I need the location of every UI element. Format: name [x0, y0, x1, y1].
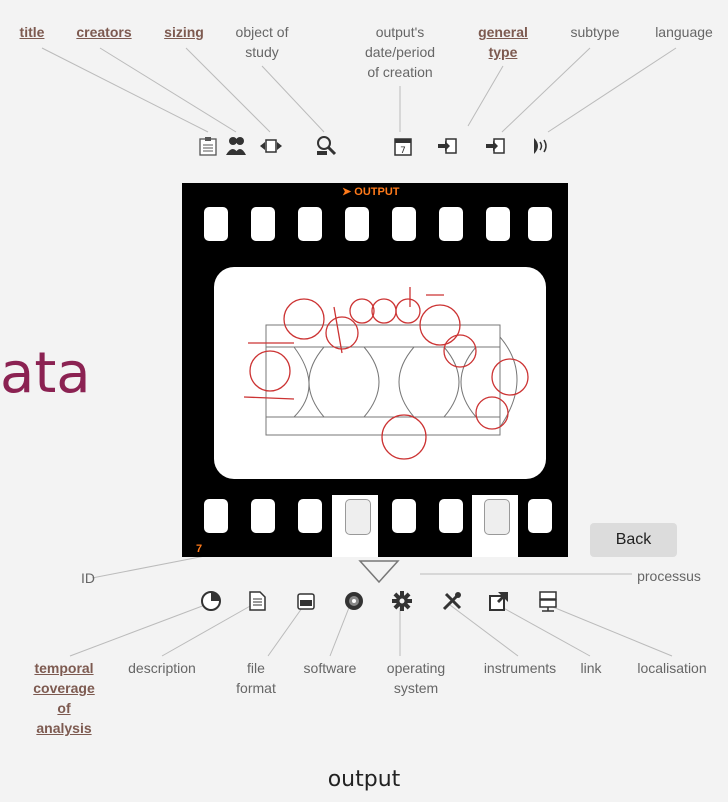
sprocket-hole [298, 499, 322, 533]
sprocket-hole [251, 207, 275, 241]
operating-system-label: operating system [386, 660, 446, 696]
sprocket-hole [484, 499, 510, 535]
object-of-study-icon [317, 136, 337, 156]
creators-icon [226, 137, 246, 155]
back-button[interactable]: Back [590, 523, 677, 557]
instruments-label: instruments [483, 660, 557, 676]
sprocket-hole [345, 207, 369, 241]
general-type-label[interactable]: general type [478, 24, 528, 60]
software-icon [345, 592, 363, 610]
description-label: description [128, 660, 196, 676]
caption: output [327, 767, 401, 792]
sprocket-hole [204, 207, 228, 241]
architectural-sketch [243, 287, 529, 460]
sprocket-hole [204, 499, 228, 533]
calendar-icon: 7 [394, 138, 412, 156]
sizing-icon [260, 139, 282, 153]
subtype-label: subtype [570, 24, 620, 40]
creators-label[interactable]: creators [76, 24, 132, 40]
temporal-coverage-label[interactable]: temporal coverage of analysis [33, 660, 95, 736]
sizing-label[interactable]: sizing [164, 24, 204, 40]
sprocket-hole [251, 499, 275, 533]
sprocket-hole [439, 499, 463, 533]
language-label: language [655, 24, 713, 40]
link-icon [489, 592, 508, 611]
sprocket-hole [486, 207, 510, 241]
localisation-icon [539, 591, 557, 612]
sprocket-hole [528, 499, 552, 533]
temporal-coverage-icon [201, 591, 221, 611]
instruments-icon [442, 592, 462, 611]
sprocket-hole [392, 499, 416, 533]
sprocket-hole [439, 207, 463, 241]
film-header: ➤ OUTPUT [342, 186, 400, 198]
sprocket-hole [392, 207, 416, 241]
sprocket-hole [298, 207, 322, 241]
language-icon [534, 138, 547, 154]
id-label: ID [81, 570, 95, 586]
frame-number: 7 [196, 543, 203, 555]
background-word: ata [0, 341, 91, 406]
description-icon [249, 591, 266, 611]
localisation-label: localisation [637, 660, 707, 676]
general-type-icon [438, 138, 457, 154]
processus-label: processus [637, 568, 701, 584]
title-icon [199, 137, 217, 156]
operating-system-icon [392, 591, 412, 611]
subtype-icon [486, 138, 505, 154]
link-label: link [580, 660, 602, 676]
sprocket-hole [528, 207, 552, 241]
title-label[interactable]: title [19, 24, 45, 40]
sprocket-hole [345, 499, 371, 535]
file-format-icon [297, 593, 315, 610]
output-date-label: output's date/period of creation [364, 24, 436, 80]
sketch-frame [214, 267, 546, 479]
file-format-label: file format [236, 660, 276, 696]
object-of-study-label: object of study [235, 24, 289, 60]
svg-text:7: 7 [400, 146, 406, 156]
software-label: software [303, 660, 357, 676]
film-strip: ➤ OUTPUT [182, 183, 568, 557]
